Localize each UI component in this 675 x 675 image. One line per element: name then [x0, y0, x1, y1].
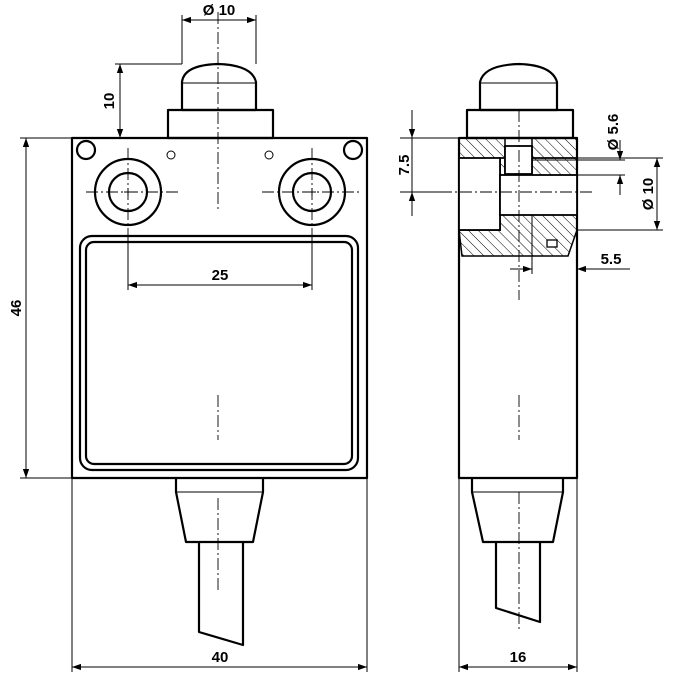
cable-gland	[174, 478, 265, 544]
top-offset-label: 7.5	[396, 155, 413, 176]
side-view: 7.5 Ø 5.6 Ø 10 5.5 16	[396, 62, 663, 672]
body-height-label: 46	[8, 300, 25, 317]
cover-panel	[78, 234, 360, 472]
bore-diameter-label: Ø 5.6	[605, 114, 622, 151]
section-view	[458, 137, 578, 257]
body-depth-label: 16	[510, 649, 527, 666]
body-width-label: 40	[212, 649, 229, 666]
front-view: Ø 10 10 25 46 40	[8, 2, 369, 672]
plunger-diameter-label: Ø 10	[203, 2, 236, 19]
hole-spacing-label: 25	[212, 267, 229, 284]
switch-body	[70, 136, 369, 480]
plunger	[180, 62, 258, 112]
cable	[197, 542, 245, 647]
plunger-height-label: 10	[101, 93, 118, 110]
side-body	[457, 136, 579, 480]
counterbore-diameter-label: Ø 10	[640, 178, 657, 211]
depth-label: 5.5	[601, 251, 622, 268]
plunger-collar	[166, 108, 275, 140]
